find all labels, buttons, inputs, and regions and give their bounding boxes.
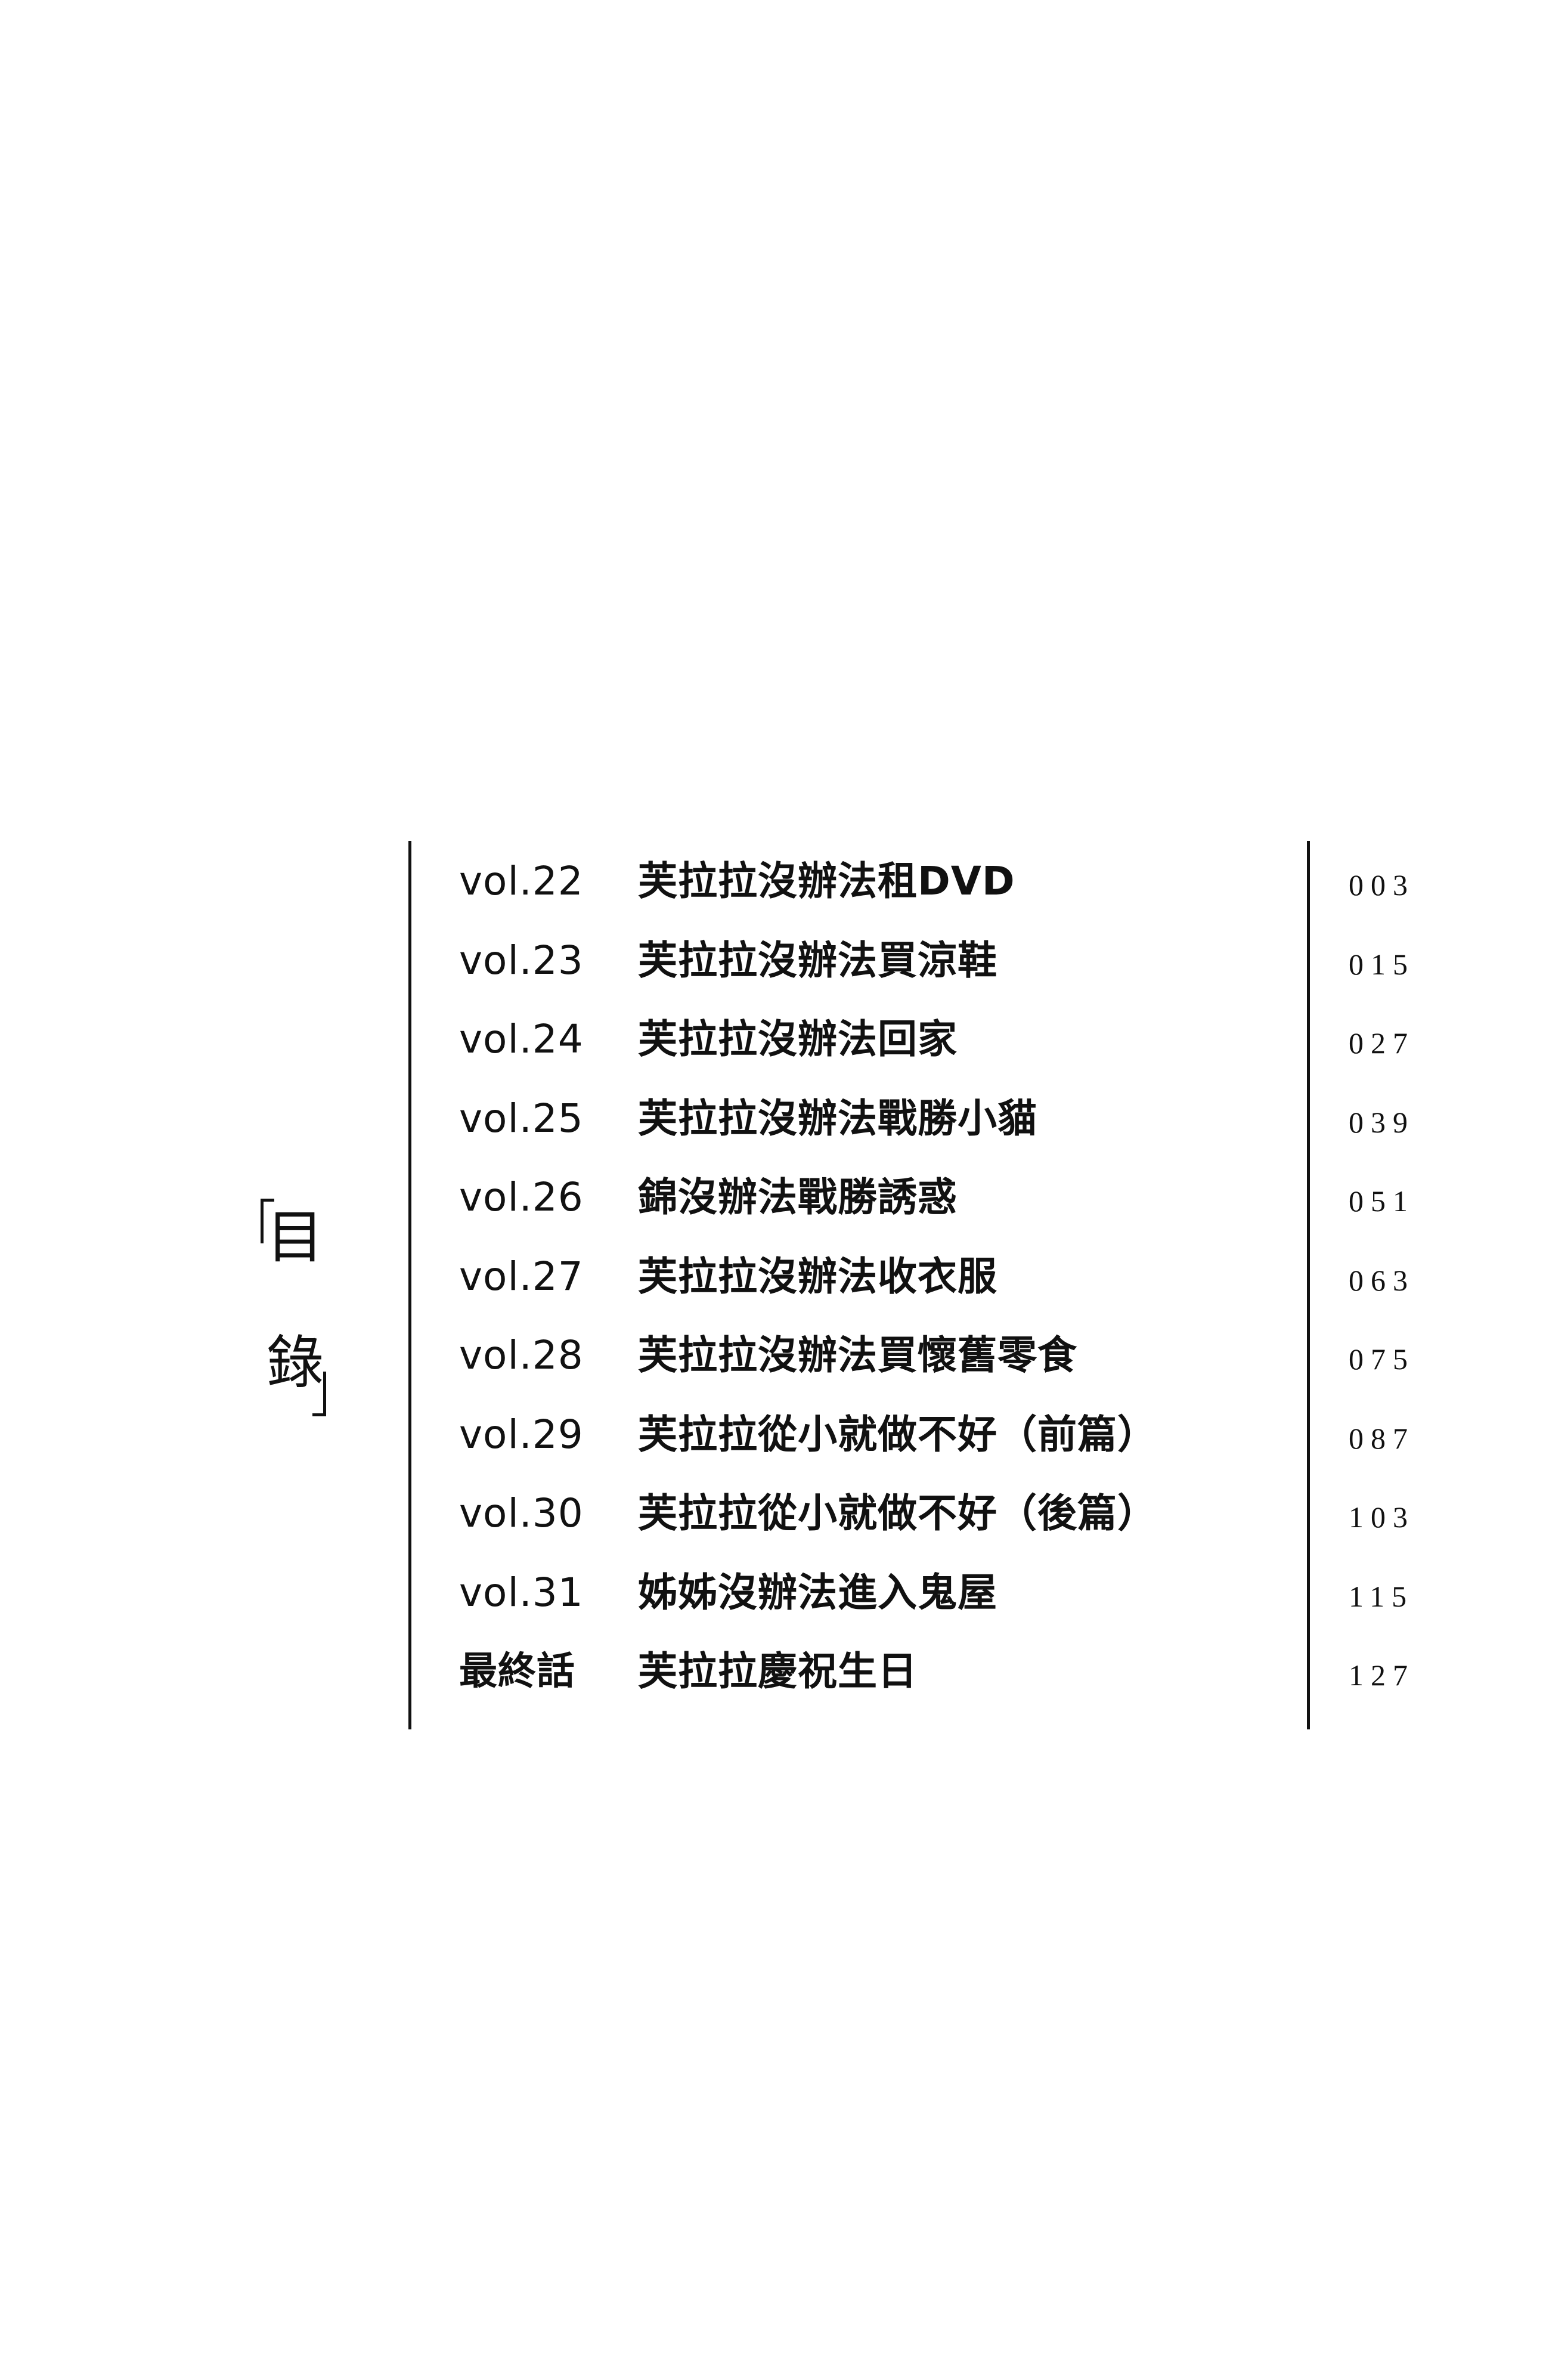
heading-char-lu: 錄	[267, 1329, 324, 1396]
volume-number: vol.30	[459, 1490, 584, 1536]
toc-entry: 最終話 芙拉拉慶祝生日 127	[459, 1636, 1544, 1715]
toc-heading: 目 錄	[261, 1199, 326, 1416]
volume-number: vol.25	[459, 1095, 584, 1141]
volume-number: vol.31	[459, 1569, 584, 1615]
toc-entry: vol.31 姊姊沒辦法進入鬼屋 115	[459, 1557, 1544, 1636]
toc-entry: vol.26 錦沒辦法戰勝誘惑 051	[459, 1162, 1544, 1241]
page-number: 103	[1349, 1500, 1415, 1534]
toc-entry: vol.25 芙拉拉沒辦法戰勝小貓 039	[459, 1083, 1544, 1162]
page-number: 015	[1349, 947, 1415, 981]
page-number: 127	[1349, 1658, 1415, 1692]
toc-entry: vol.29 芙拉拉從小就做不好（前篇） 087	[459, 1399, 1544, 1478]
chapter-title: 姊姊沒辦法進入鬼屋	[638, 1569, 997, 1615]
heading-char-mu: 目	[267, 1204, 324, 1271]
volume-number: vol.28	[459, 1332, 584, 1378]
chapter-title: 芙拉拉從小就做不好（後篇）	[638, 1490, 1157, 1536]
volume-number: vol.24	[459, 1016, 584, 1062]
chapter-title: 錦沒辦法戰勝誘惑	[638, 1174, 958, 1220]
page-number: 027	[1349, 1026, 1415, 1060]
table-of-contents: vol.22 芙拉拉沒辦法租DVD 003 vol.23 芙拉拉沒辦法買涼鞋 0…	[459, 846, 1544, 1715]
page-number: 087	[1349, 1421, 1415, 1455]
left-divider	[408, 841, 411, 1729]
page-number: 115	[1349, 1579, 1414, 1613]
page-number: 075	[1349, 1342, 1415, 1376]
toc-entry: vol.24 芙拉拉沒辦法回家 027	[459, 1004, 1544, 1083]
page-number: 039	[1349, 1105, 1415, 1139]
chapter-title: 芙拉拉從小就做不好（前篇）	[638, 1411, 1157, 1457]
toc-entry: vol.30 芙拉拉從小就做不好（後篇） 103	[459, 1478, 1544, 1557]
open-bracket	[261, 1199, 274, 1243]
toc-entry: vol.23 芙拉拉沒辦法買涼鞋 015	[459, 925, 1544, 1004]
chapter-title: 芙拉拉慶祝生日	[638, 1648, 918, 1694]
close-bracket	[312, 1372, 326, 1416]
toc-entry: vol.22 芙拉拉沒辦法租DVD 003	[459, 846, 1544, 925]
chapter-title: 芙拉拉沒辦法收衣服	[638, 1253, 997, 1299]
page-number: 063	[1349, 1263, 1415, 1297]
chapter-title: 芙拉拉沒辦法租DVD	[638, 858, 1015, 904]
chapter-title: 芙拉拉沒辦法買涼鞋	[638, 937, 997, 983]
volume-number: vol.29	[459, 1411, 584, 1457]
volume-number: vol.23	[459, 937, 584, 983]
chapter-title: 芙拉拉沒辦法戰勝小貓	[638, 1095, 1037, 1141]
right-divider	[1307, 841, 1310, 1729]
volume-number: 最終話	[459, 1649, 575, 1694]
toc-entry: vol.27 芙拉拉沒辦法收衣服 063	[459, 1241, 1544, 1320]
volume-number: vol.22	[459, 858, 584, 904]
chapter-title: 芙拉拉沒辦法買懷舊零食	[638, 1332, 1077, 1378]
chapter-title: 芙拉拉沒辦法回家	[638, 1016, 958, 1062]
toc-entry: vol.28 芙拉拉沒辦法買懷舊零食 075	[459, 1320, 1544, 1399]
volume-number: vol.27	[459, 1253, 584, 1299]
volume-number: vol.26	[459, 1174, 584, 1220]
page-number: 051	[1349, 1184, 1415, 1218]
page-number: 003	[1349, 868, 1415, 902]
